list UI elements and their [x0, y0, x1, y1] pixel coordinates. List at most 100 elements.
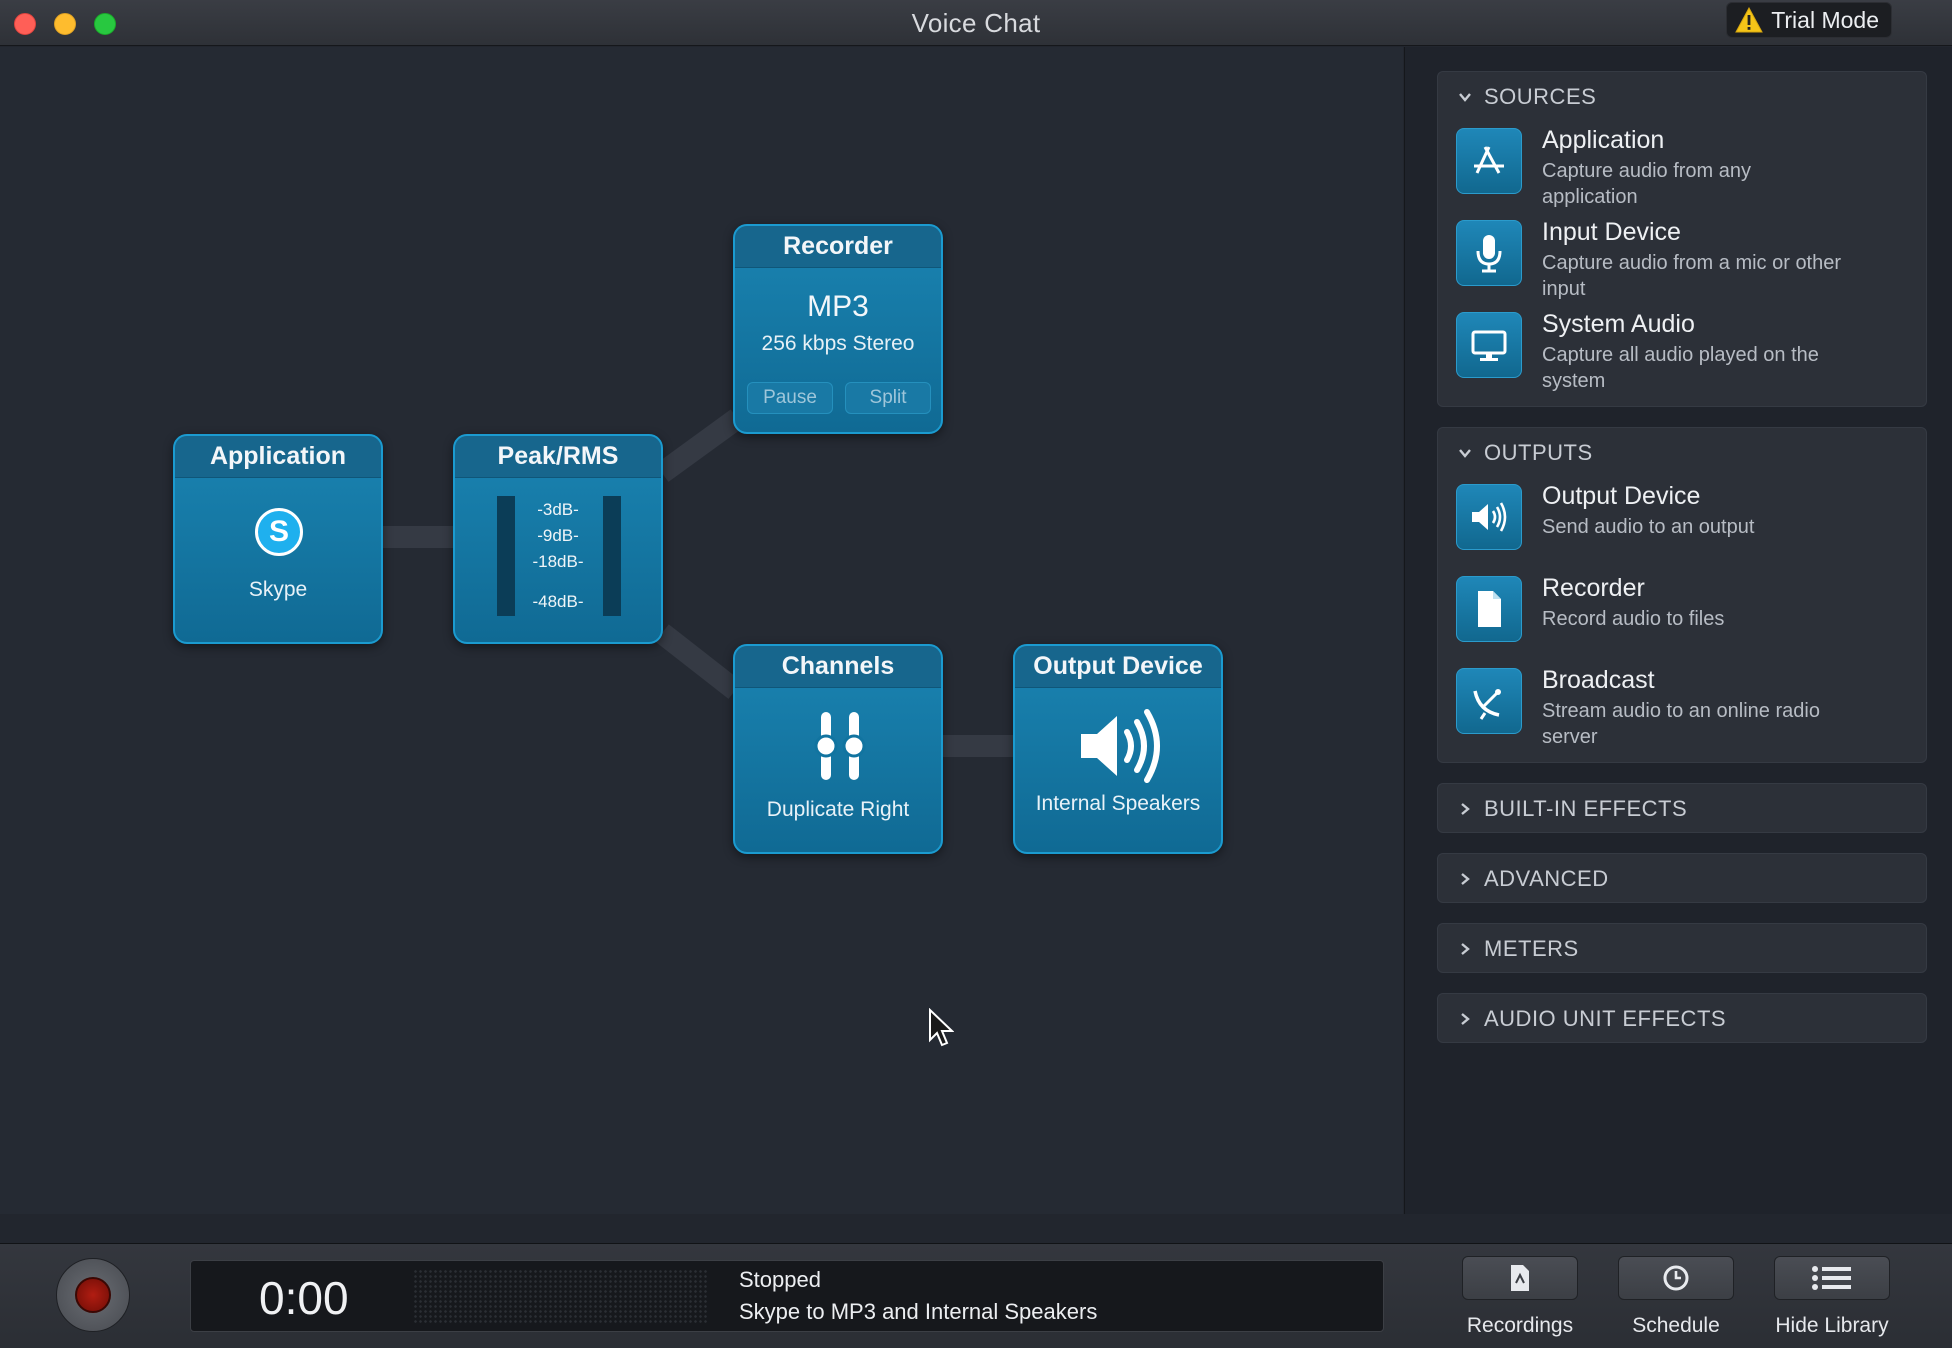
trial-mode-button[interactable]: Trial Mode	[1726, 2, 1892, 38]
chevron-right-icon	[1461, 803, 1470, 815]
elapsed-time: 0:00	[259, 1272, 349, 1324]
library-item-broadcast[interactable]: Broadcast Stream audio to an online radi…	[1438, 662, 1926, 754]
library-item-name: Output Device	[1542, 482, 1701, 510]
status-description: Skype to MP3 and Internal Speakers	[739, 1299, 1098, 1324]
advanced-section[interactable]: ADVANCED	[1437, 853, 1927, 903]
output-device-node-title: Output Device	[1015, 646, 1221, 688]
left-level-meter	[497, 496, 515, 616]
peak-rms-node[interactable]: Peak/RMS -3dB- -9dB- -18dB- -48dB-	[453, 434, 663, 644]
meter-scale-label: -18dB-	[532, 552, 584, 571]
skype-icon: S	[255, 508, 303, 556]
split-button[interactable]: Split	[845, 382, 931, 414]
hide-library-button-face	[1774, 1256, 1890, 1300]
chevron-down-icon	[1459, 93, 1471, 102]
meter-scale-label: -48dB-	[532, 592, 584, 611]
library-item-description: Capture audio from any application	[1542, 160, 1752, 208]
library-item-description: Capture all audio played on the system	[1542, 344, 1819, 392]
channels-node[interactable]: Channels Duplicate Right	[733, 644, 943, 854]
meters-section[interactable]: METERS	[1437, 923, 1927, 973]
pipeline-canvas[interactable]: Application S Skype Peak/RMS -3dB- -9dB-…	[0, 47, 1403, 1214]
output-device-node[interactable]: Output Device Internal Speakers	[1013, 644, 1223, 854]
schedule-button[interactable]: Schedule	[1606, 1256, 1746, 1338]
library-item-recorder[interactable]: Recorder Record audio to files	[1438, 570, 1926, 662]
library-item-input-device[interactable]: Input Device Capture audio from a mic or…	[1438, 214, 1926, 306]
library-item-name: Input Device	[1542, 218, 1681, 246]
schedule-button-face	[1618, 1256, 1734, 1300]
library-item-system-audio[interactable]: System Audio Capture all audio played on…	[1438, 306, 1926, 398]
wire-peak-recorder	[655, 409, 744, 482]
wire-peak-channels	[655, 624, 743, 699]
library-item-description: Send audio to an output	[1542, 516, 1755, 538]
monitor-icon	[1456, 312, 1522, 378]
right-level-meter	[603, 496, 621, 616]
library-panel: SOURCES Application Capture audio from a…	[1404, 47, 1952, 1214]
record-icon	[75, 1277, 111, 1313]
sources-header[interactable]: SOURCES	[1438, 72, 1926, 122]
trial-mode-label: Trial Mode	[1771, 6, 1879, 33]
application-node-label: Skype	[248, 578, 308, 601]
pause-button[interactable]: Pause	[747, 382, 833, 414]
sources-header-label: SOURCES	[1484, 84, 1597, 109]
warning-icon	[1735, 7, 1764, 33]
chevron-down-icon	[1459, 449, 1471, 458]
minimize-window-button[interactable]	[54, 13, 76, 35]
chevron-right-icon	[1461, 1013, 1470, 1025]
recordings-label: Recordings	[1466, 1314, 1574, 1337]
application-node-title: Application	[175, 436, 381, 478]
library-item-name: Recorder	[1542, 574, 1645, 602]
channels-node-label: Duplicate Right	[766, 798, 910, 821]
library-item-application[interactable]: Application Capture audio from any appli…	[1438, 122, 1926, 214]
channel-sliders-icon	[814, 712, 866, 780]
built-in-effects-section[interactable]: BUILT-IN EFFECTS	[1437, 783, 1927, 833]
recorder-format: MP3	[807, 290, 869, 323]
satellite-dish-icon	[1456, 668, 1522, 734]
close-window-button[interactable]	[14, 13, 36, 35]
outputs-header[interactable]: OUTPUTS	[1438, 428, 1926, 478]
built-in-effects-label: BUILT-IN EFFECTS	[1484, 796, 1688, 821]
chevron-right-icon	[1461, 943, 1470, 955]
wire-application-peak	[383, 526, 455, 548]
schedule-label: Schedule	[1632, 1314, 1720, 1337]
audio-unit-effects-section[interactable]: AUDIO UNIT EFFECTS	[1437, 993, 1927, 1043]
zoom-window-button[interactable]	[94, 13, 116, 35]
document-icon	[1456, 576, 1522, 642]
hide-library-label: Hide Library	[1775, 1314, 1889, 1337]
meter-scale-label: -3dB-	[537, 500, 579, 519]
mouse-pointer-icon	[929, 1008, 954, 1047]
library-item-description: Record audio to files	[1542, 608, 1725, 630]
channels-node-title: Channels	[735, 646, 941, 688]
peak-rms-node-title: Peak/RMS	[455, 436, 661, 478]
meters-header[interactable]: METERS	[1438, 924, 1926, 974]
hide-library-button[interactable]: Hide Library	[1762, 1256, 1902, 1338]
recordings-button[interactable]: Recordings	[1450, 1256, 1590, 1338]
record-button[interactable]	[56, 1258, 130, 1332]
application-node[interactable]: Application S Skype	[173, 434, 383, 644]
output-device-node-label: Internal Speakers	[1035, 792, 1201, 815]
speaker-icon	[1456, 484, 1522, 550]
recordings-button-face	[1462, 1256, 1578, 1300]
recorder-node[interactable]: Recorder MP3 256 kbps Stereo Pause Split	[733, 224, 943, 434]
meter-scale-label: -9dB-	[537, 526, 579, 545]
clock-icon	[1663, 1265, 1689, 1291]
recordings-file-icon	[1511, 1265, 1529, 1291]
outputs-section: OUTPUTS Output Device Send audio to an o…	[1437, 427, 1927, 763]
library-item-name: Application	[1542, 126, 1665, 154]
level-meter-display	[413, 1269, 709, 1325]
advanced-header[interactable]: ADVANCED	[1438, 854, 1926, 904]
recorder-node-title: Recorder	[735, 226, 941, 268]
library-item-name: Broadcast	[1542, 666, 1655, 694]
audio-unit-effects-header[interactable]: AUDIO UNIT EFFECTS	[1438, 994, 1926, 1044]
outputs-header-label: OUTPUTS	[1484, 440, 1593, 465]
sources-section: SOURCES Application Capture audio from a…	[1437, 71, 1927, 407]
app-store-icon	[1456, 128, 1522, 194]
library-item-output-device[interactable]: Output Device Send audio to an output	[1438, 478, 1926, 570]
title-bar: Voice Chat Trial Mode	[0, 0, 1952, 46]
built-in-effects-header[interactable]: BUILT-IN EFFECTS	[1438, 784, 1926, 834]
audio-unit-effects-label: AUDIO UNIT EFFECTS	[1484, 1006, 1727, 1031]
bottom-toolbar: 0:00 Stopped Skype to MP3 and Internal S…	[0, 1243, 1952, 1348]
library-item-name: System Audio	[1542, 310, 1695, 338]
microphone-icon	[1456, 220, 1522, 286]
meters-label: METERS	[1484, 936, 1579, 961]
window-title: Voice Chat	[911, 8, 1041, 38]
